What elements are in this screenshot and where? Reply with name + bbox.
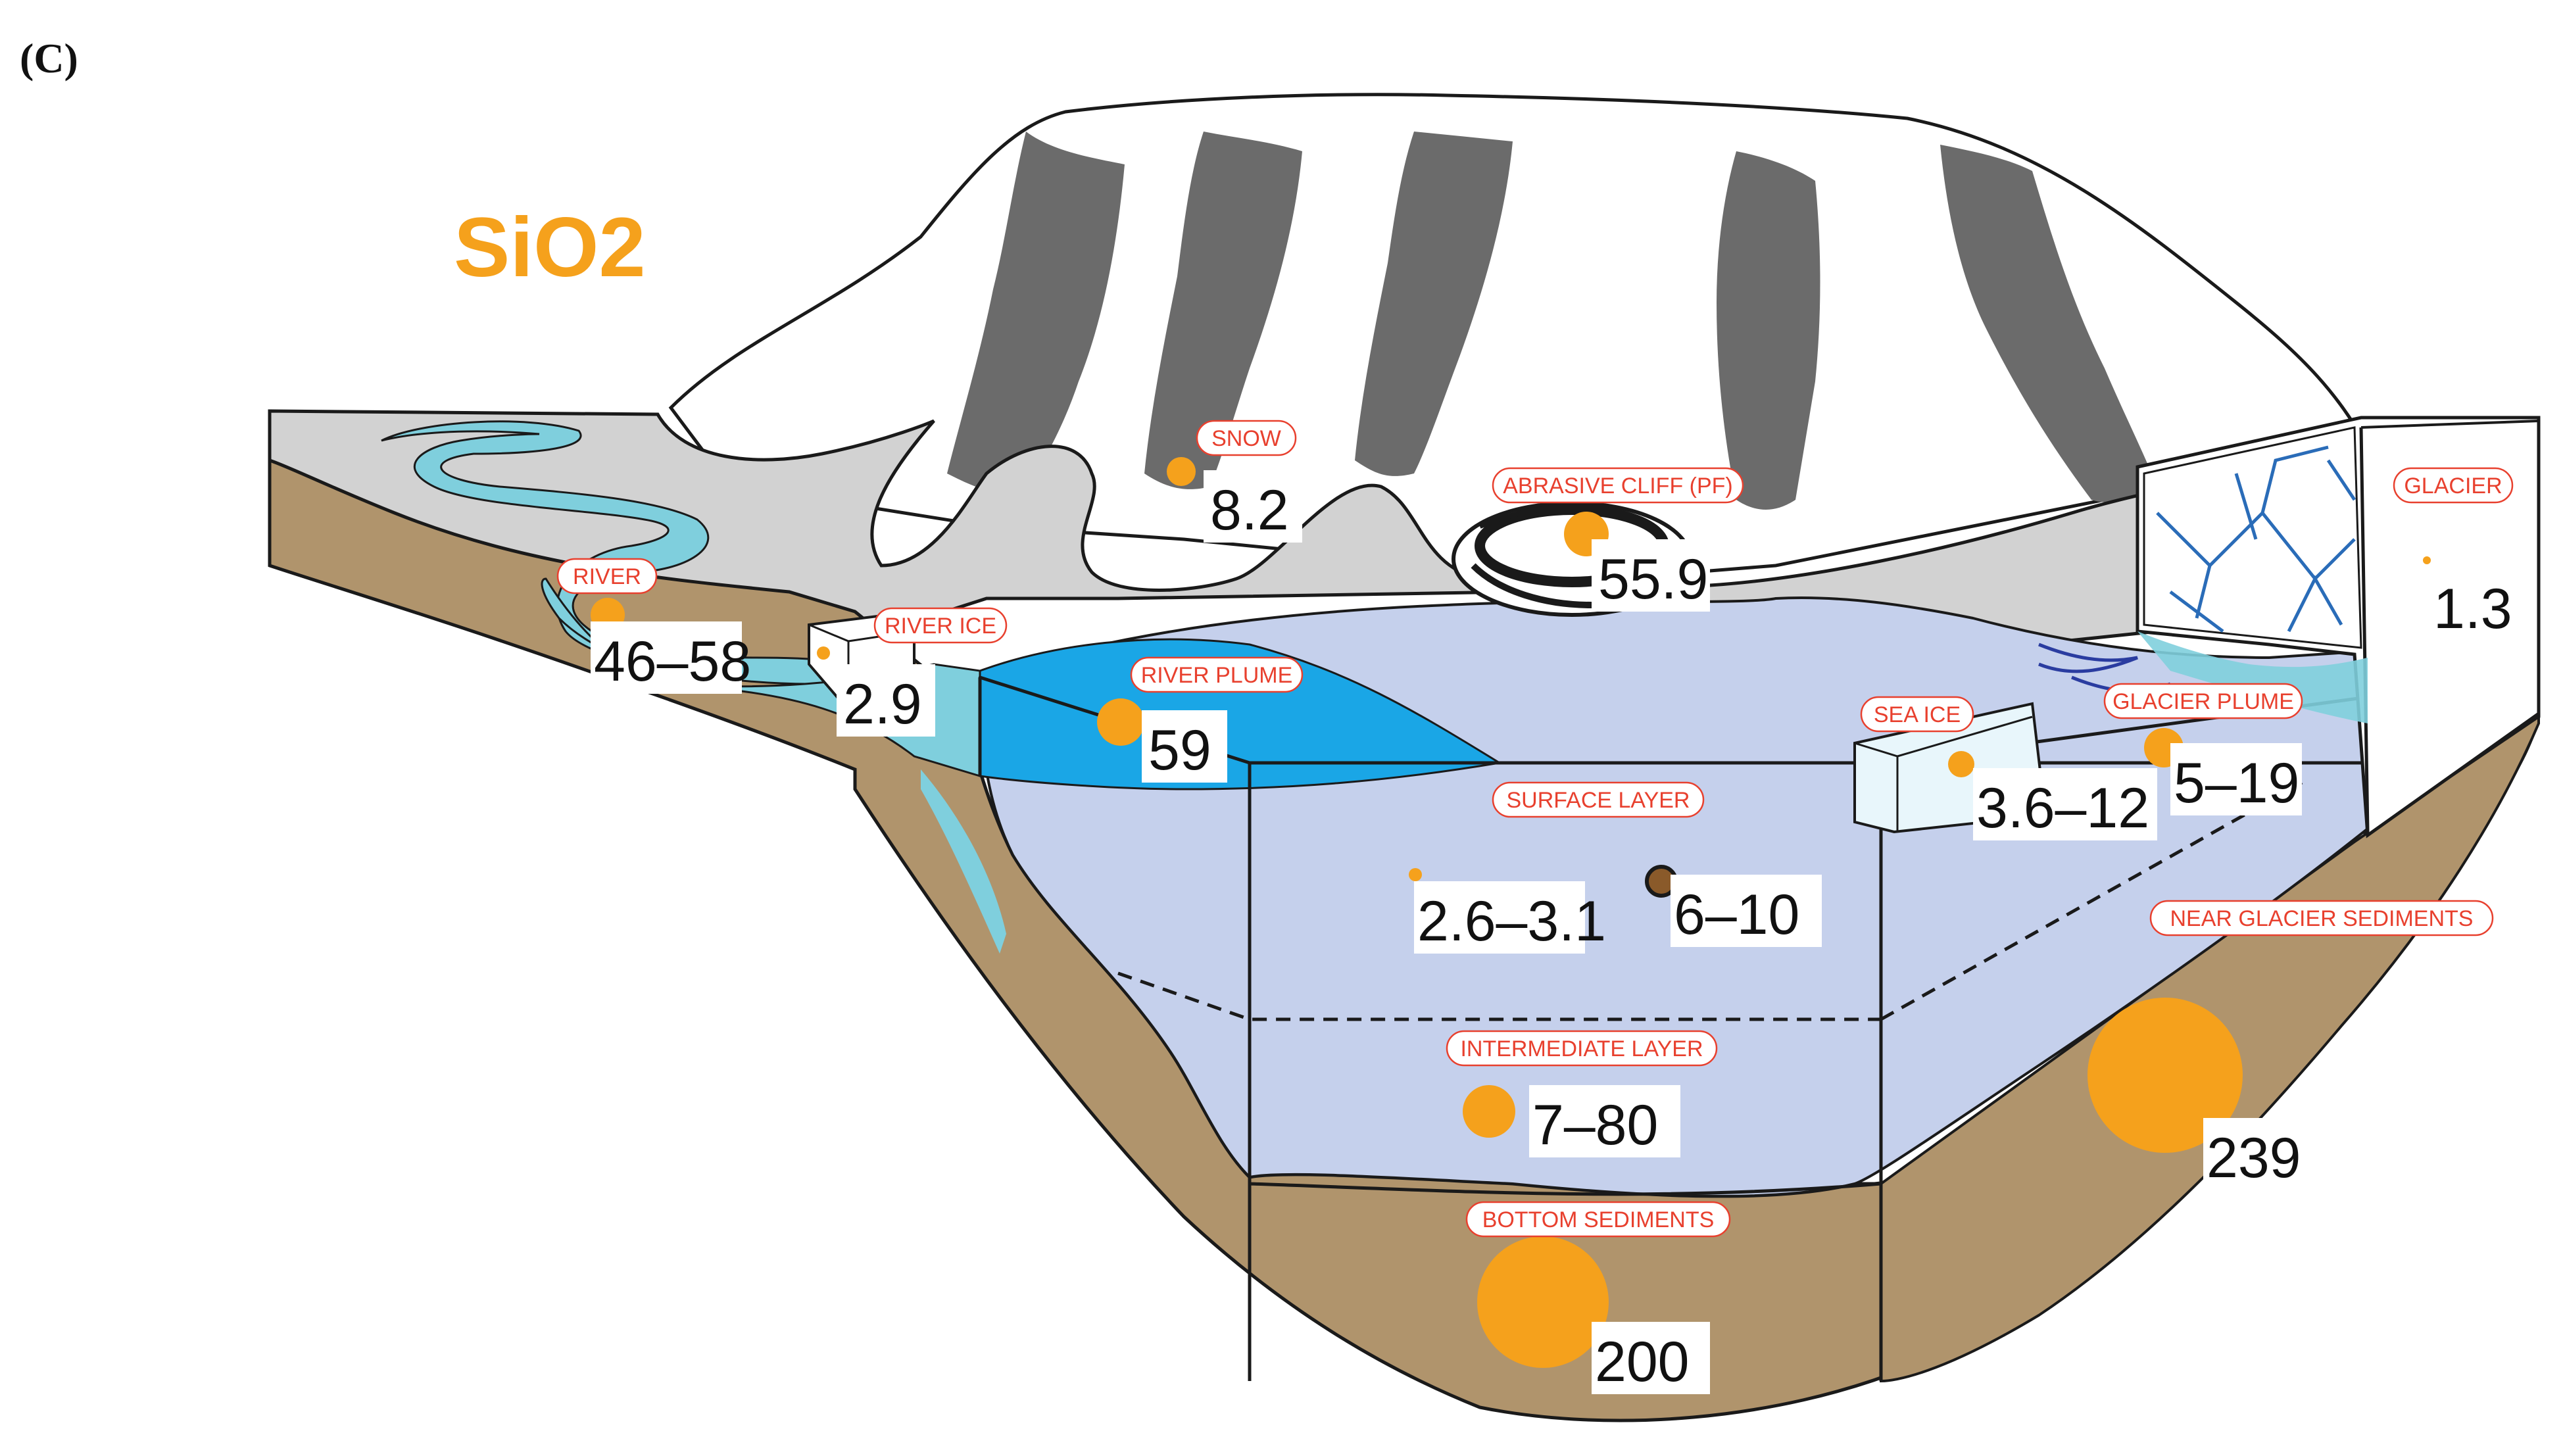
tag-bottom-sediments: BOTTOM SEDIMENTS [1465, 1201, 1731, 1238]
value-near-glacier-sediments: 239 [2203, 1118, 2322, 1190]
svg-text:SEA ICE: SEA ICE [1874, 702, 1961, 727]
value-intermediate-layer: 7–80 [1529, 1085, 1680, 1157]
svg-text:RIVER ICE: RIVER ICE [885, 614, 996, 639]
marker-river-plume [1097, 698, 1144, 746]
value-labels: 8.2 55.9 1.3 46–58 2.9 59 3.6–12 5–19 [591, 470, 2526, 1394]
glacier-plume-water [2137, 631, 2368, 723]
svg-text:3.6–12: 3.6–12 [1976, 777, 2149, 840]
svg-text:6–10: 6–10 [1674, 883, 1799, 946]
rock-streaks [947, 132, 2157, 510]
svg-text:2.6–3.1: 2.6–3.1 [1417, 890, 1606, 953]
svg-text:8.2: 8.2 [1210, 479, 1289, 542]
marker-glacier [2423, 556, 2431, 564]
svg-text:2.9: 2.9 [843, 673, 922, 736]
value-bottom-sediments: 200 [1592, 1322, 1710, 1394]
marker-sea-ice [1948, 751, 1974, 777]
glacier-crevasses [2156, 445, 2356, 633]
svg-text:59: 59 [1148, 719, 1211, 782]
tag-river-plume: RIVER PLUME [1130, 656, 1304, 693]
value-snow: 8.2 [1204, 470, 1302, 543]
tag-river: RIVER [556, 558, 658, 595]
diagram-title: SiO2 [454, 201, 646, 295]
svg-text:SNOW: SNOW [1211, 426, 1281, 451]
dashed-boundaries [1117, 781, 2303, 1021]
marker-river-ice [817, 646, 830, 660]
value-river: 46–58 [591, 621, 751, 694]
marker-snow [1167, 457, 1196, 486]
tag-near-glacier-sediments: NEAR GLACIER SEDIMENTS [2149, 900, 2494, 936]
svg-text:1.3: 1.3 [2433, 577, 2512, 641]
value-abrasive-cliff: 55.9 [1592, 539, 1710, 612]
tag-glacier-plume: GLACIER PLUME [2103, 683, 2303, 719]
tag-surface-layer: SURFACE LAYER [1492, 781, 1705, 818]
svg-text:RIVER PLUME: RIVER PLUME [1141, 663, 1293, 688]
svg-text:55.9: 55.9 [1598, 548, 1708, 611]
location-tags: SNOW ABRASIVE CLIFF (PF) GLACIER RIVER R… [556, 420, 2514, 1238]
svg-text:INTERMEDIATE LAYER: INTERMEDIATE LAYER [1460, 1036, 1703, 1061]
value-glacier-plume: 5–19 [2170, 743, 2302, 815]
tag-river-ice: RIVER ICE [873, 607, 1008, 644]
svg-text:239: 239 [2207, 1127, 2301, 1190]
value-glacier: 1.3 [2427, 566, 2526, 644]
river-bank-shelf [921, 769, 1006, 954]
svg-text:46–58: 46–58 [594, 630, 751, 693]
svg-text:200: 200 [1595, 1330, 1690, 1394]
tag-snow: SNOW [1196, 420, 1297, 456]
svg-text:GLACIER: GLACIER [2404, 473, 2502, 498]
value-river-ice: 2.9 [837, 664, 935, 737]
panel-label: (C) [20, 35, 78, 82]
svg-text:NEAR GLACIER SEDIMENTS: NEAR GLACIER SEDIMENTS [2170, 906, 2474, 931]
marker-bottom-sediments [1477, 1236, 1609, 1368]
tag-sea-ice: SEA ICE [1860, 696, 1974, 733]
marker-near-glacier-sediments [2087, 998, 2243, 1153]
value-river-plume: 59 [1142, 710, 1227, 783]
svg-text:7–80: 7–80 [1532, 1094, 1658, 1157]
svg-text:BOTTOM SEDIMENTS: BOTTOM SEDIMENTS [1482, 1207, 1715, 1232]
svg-text:5–19: 5–19 [2174, 752, 2299, 815]
svg-text:SURFACE LAYER: SURFACE LAYER [1506, 788, 1690, 813]
value-surface-suspended: 6–10 [1671, 875, 1822, 947]
tag-intermediate-layer: INTERMEDIATE LAYER [1446, 1030, 1718, 1067]
svg-text:GLACIER PLUME: GLACIER PLUME [2112, 689, 2294, 714]
value-sea-ice: 3.6–12 [1973, 768, 2157, 840]
svg-text:RIVER: RIVER [573, 564, 641, 589]
marker-intermediate-layer [1463, 1085, 1515, 1138]
markers [591, 457, 2431, 1368]
svg-text:ABRASIVE CLIFF (PF): ABRASIVE CLIFF (PF) [1503, 473, 1733, 498]
tag-glacier: GLACIER [2393, 467, 2514, 504]
value-surface-layer: 2.6–3.1 [1414, 881, 1606, 954]
tag-abrasive-cliff: ABRASIVE CLIFF (PF) [1492, 467, 1744, 504]
marker-surface-layer [1409, 868, 1422, 881]
glacier-block [2038, 416, 2541, 838]
